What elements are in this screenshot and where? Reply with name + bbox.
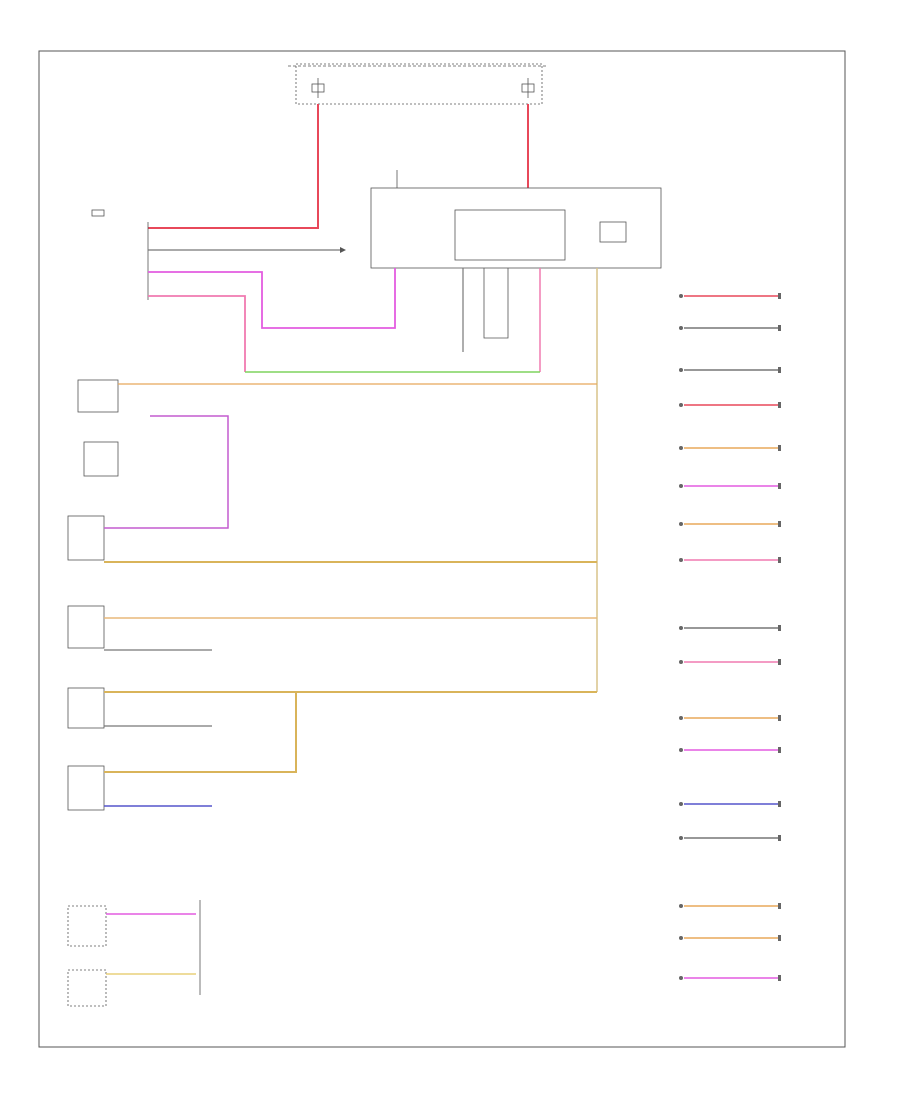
legend-terminal bbox=[778, 835, 781, 841]
legend-connector-dot bbox=[679, 716, 683, 720]
legend-terminal bbox=[778, 325, 781, 331]
legend-connector-dot bbox=[679, 904, 683, 908]
legend-connector-dot bbox=[679, 558, 683, 562]
legend-connector-dot bbox=[679, 326, 683, 330]
legend-terminal bbox=[778, 625, 781, 631]
legend-connector-dot bbox=[679, 802, 683, 806]
legend-list bbox=[679, 293, 781, 981]
legend-connector-dot bbox=[679, 484, 683, 488]
light-switch bbox=[91, 209, 350, 372]
legend-connector-dot bbox=[679, 626, 683, 630]
legend-terminal bbox=[778, 935, 781, 941]
legend-terminal bbox=[778, 293, 781, 299]
legend-connector-dot bbox=[679, 368, 683, 372]
legend-terminal bbox=[778, 557, 781, 563]
top-fuse-block bbox=[288, 63, 548, 105]
legend-connector-dot bbox=[679, 748, 683, 752]
central-module bbox=[350, 170, 662, 692]
legend-connector-dot bbox=[679, 403, 683, 407]
legend-connector-dot bbox=[679, 976, 683, 980]
legend-terminal bbox=[778, 903, 781, 909]
legend-connector-dot bbox=[679, 522, 683, 526]
legend-terminal bbox=[778, 367, 781, 373]
legend-terminal bbox=[778, 445, 781, 451]
left-components bbox=[67, 379, 119, 1007]
diagram-frame bbox=[38, 50, 846, 1048]
legend-terminal bbox=[778, 659, 781, 665]
legend-terminal bbox=[778, 521, 781, 527]
legend-connector-dot bbox=[679, 936, 683, 940]
legend-terminal bbox=[778, 975, 781, 981]
supply-wires bbox=[148, 104, 529, 229]
legend-terminal bbox=[778, 402, 781, 408]
legend-connector-dot bbox=[679, 446, 683, 450]
legend-connector-dot bbox=[679, 294, 683, 298]
legend-connector-dot bbox=[679, 660, 683, 664]
legend-terminal bbox=[778, 747, 781, 753]
legend-terminal bbox=[778, 483, 781, 489]
left-component-wires bbox=[104, 383, 597, 995]
legend-terminal bbox=[778, 715, 781, 721]
legend-connector-dot bbox=[679, 836, 683, 840]
legend-terminal bbox=[778, 801, 781, 807]
